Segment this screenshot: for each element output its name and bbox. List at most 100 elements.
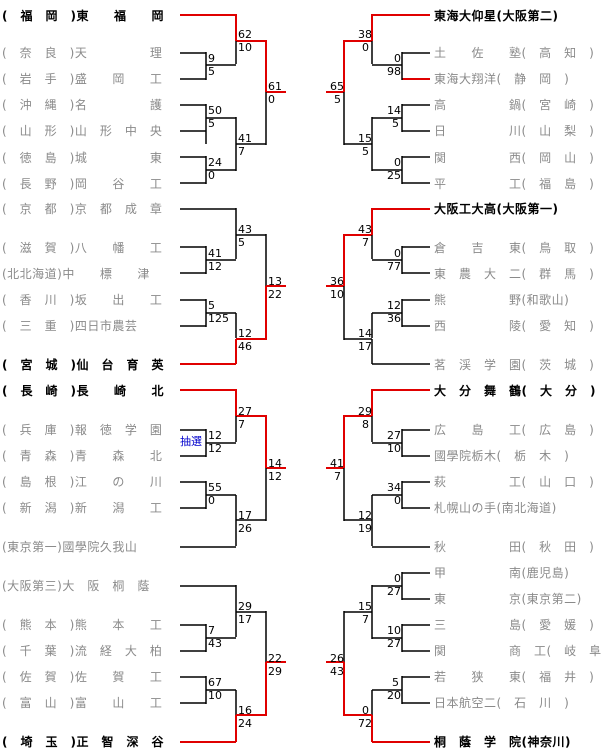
left-team-hyogo: ( 兵 庫 )報 徳 学 園 [2, 423, 163, 437]
left-team-toyama: ( 富 山 )富 山 工 [2, 696, 163, 710]
score: 22 [268, 288, 282, 301]
right-team-wakasa: 若 狭 東( 福 井 ) [434, 670, 595, 684]
score: 5 [392, 117, 399, 130]
right-team-hiroshima: 広 島 工( 広 島 ) [434, 423, 595, 437]
score: 10 [208, 689, 222, 702]
score: 77 [387, 260, 401, 273]
score: 27 [238, 405, 252, 418]
score: 12 [238, 327, 252, 340]
left-team-nagasaki: ( 長 崎 )長 崎 北 [2, 384, 164, 398]
right-team-kumano: 熊 野(和歌山) [434, 293, 570, 307]
left-team-kyoto: ( 京 都 )京 都 成 章 [2, 202, 163, 216]
score: 0 [394, 247, 401, 260]
right-team-akita: 秋 田( 秋 田 ) [434, 540, 595, 554]
score: 43 [208, 637, 222, 650]
score: 34 [387, 481, 401, 494]
right-team-konan: 甲 南(鹿児島) [434, 566, 570, 580]
score: 67 [208, 676, 222, 689]
left-team-yamagata: ( 山 形 )山 形 中 央 [2, 124, 163, 138]
score: 46 [238, 340, 252, 353]
left-team-tokushima: ( 徳 島 )城 東 [2, 151, 163, 165]
score: 12 [358, 509, 372, 522]
right-team-hira: 平 工( 福 島 ) [434, 177, 595, 191]
score: 27 [387, 637, 401, 650]
score: 17 [238, 613, 252, 626]
score: 43 [330, 665, 344, 678]
score: 7 [362, 613, 369, 626]
score: 24 [208, 156, 222, 169]
right-team-toin: 桐 蔭 学 院(神奈川) [434, 735, 571, 749]
score: 15 [358, 132, 372, 145]
score: 72 [358, 717, 372, 730]
left-team-niigata: ( 新 潟 )新 潟 工 [2, 501, 163, 515]
score: 19 [358, 522, 372, 535]
right-team-takanabe: 高 鍋( 宮 崎 ) [434, 98, 595, 112]
score: 14 [387, 104, 401, 117]
score: 98 [387, 65, 401, 78]
score: 0 [362, 704, 369, 717]
score: 20 [387, 689, 401, 702]
right-team-tokai-shoyo: 東海大翔洋( 静 岡 ) [434, 72, 570, 86]
score: 0 [362, 41, 369, 54]
left-team-shiga: ( 滋 賀 )八 幡 工 [2, 241, 163, 255]
left-team-hokkaido: (北北海道)中 標 津 [2, 267, 150, 281]
score: 38 [358, 28, 372, 41]
left-team-osaka3: (大阪第三)大 阪 桐 蔭 [2, 579, 150, 593]
right-team-mishima: 三 島( 愛 媛 ) [434, 618, 595, 632]
score: 62 [238, 28, 252, 41]
score: 7 [238, 418, 245, 431]
score: 7 [362, 236, 369, 249]
score: 7 [208, 624, 215, 637]
score: 7 [238, 145, 245, 158]
right-team-kansai: 関 西( 岡 山 ) [434, 151, 595, 165]
score: 5 [334, 93, 341, 106]
score: 125 [208, 312, 229, 325]
score: 14 [358, 327, 372, 340]
left-team-chiba: ( 千 葉 )流 経 大 柏 [2, 644, 163, 658]
score: 10 [238, 41, 252, 54]
left-team-kagawa: ( 香 川 )坂 出 工 [2, 293, 163, 307]
score: 10 [330, 288, 344, 301]
score: 10 [387, 442, 401, 455]
score: 26 [330, 652, 344, 665]
right-team-kurayoshi: 倉 吉 東( 鳥 取 ) [434, 241, 595, 255]
score: 5 [208, 299, 215, 312]
score: 22 [268, 652, 282, 665]
score: 15 [358, 600, 372, 613]
score: 8 [362, 418, 369, 431]
right-team-nihonkoku: 日本航空二( 石 川 ) [434, 696, 570, 710]
score: 12 [208, 442, 222, 455]
right-team-tokyo: 東 京(東京第二) [434, 592, 582, 606]
left-team-saitama: ( 埼 玉 )正 智 深 谷 [2, 735, 164, 749]
score: 13 [268, 275, 282, 288]
score: 27 [387, 429, 401, 442]
right-team-hikawa: 日 川( 山 梨 ) [434, 124, 595, 138]
left-team-nara: ( 奈 良 )天 理 [2, 46, 163, 60]
score: 27 [387, 585, 401, 598]
score: 25 [387, 169, 401, 182]
score: 0 [208, 169, 215, 182]
right-team-osaka-kodai: 大阪工大高(大阪第一) [434, 202, 559, 216]
score: 41 [330, 457, 344, 470]
score: 41 [208, 247, 222, 260]
score: 12 [208, 429, 222, 442]
lottery-label: 抽選 [180, 435, 202, 448]
score: 12 [208, 260, 222, 273]
score: 29 [268, 665, 282, 678]
score: 41 [238, 132, 252, 145]
score: 10 [387, 624, 401, 637]
score: 17 [358, 340, 372, 353]
score: 43 [238, 223, 252, 236]
score: 0 [208, 494, 215, 507]
score: 5 [362, 145, 369, 158]
score: 7 [334, 470, 341, 483]
left-team-iwate: ( 岩 手 )盛 岡 工 [2, 72, 163, 86]
left-team-aomori: ( 青 森 )青 森 北 [2, 449, 163, 463]
score: 36 [387, 312, 401, 325]
score: 5 [208, 117, 215, 130]
score: 29 [238, 600, 252, 613]
score: 17 [238, 509, 252, 522]
left-team-mie: ( 三 重 )四日市農芸 [2, 319, 138, 333]
score: 36 [330, 275, 344, 288]
